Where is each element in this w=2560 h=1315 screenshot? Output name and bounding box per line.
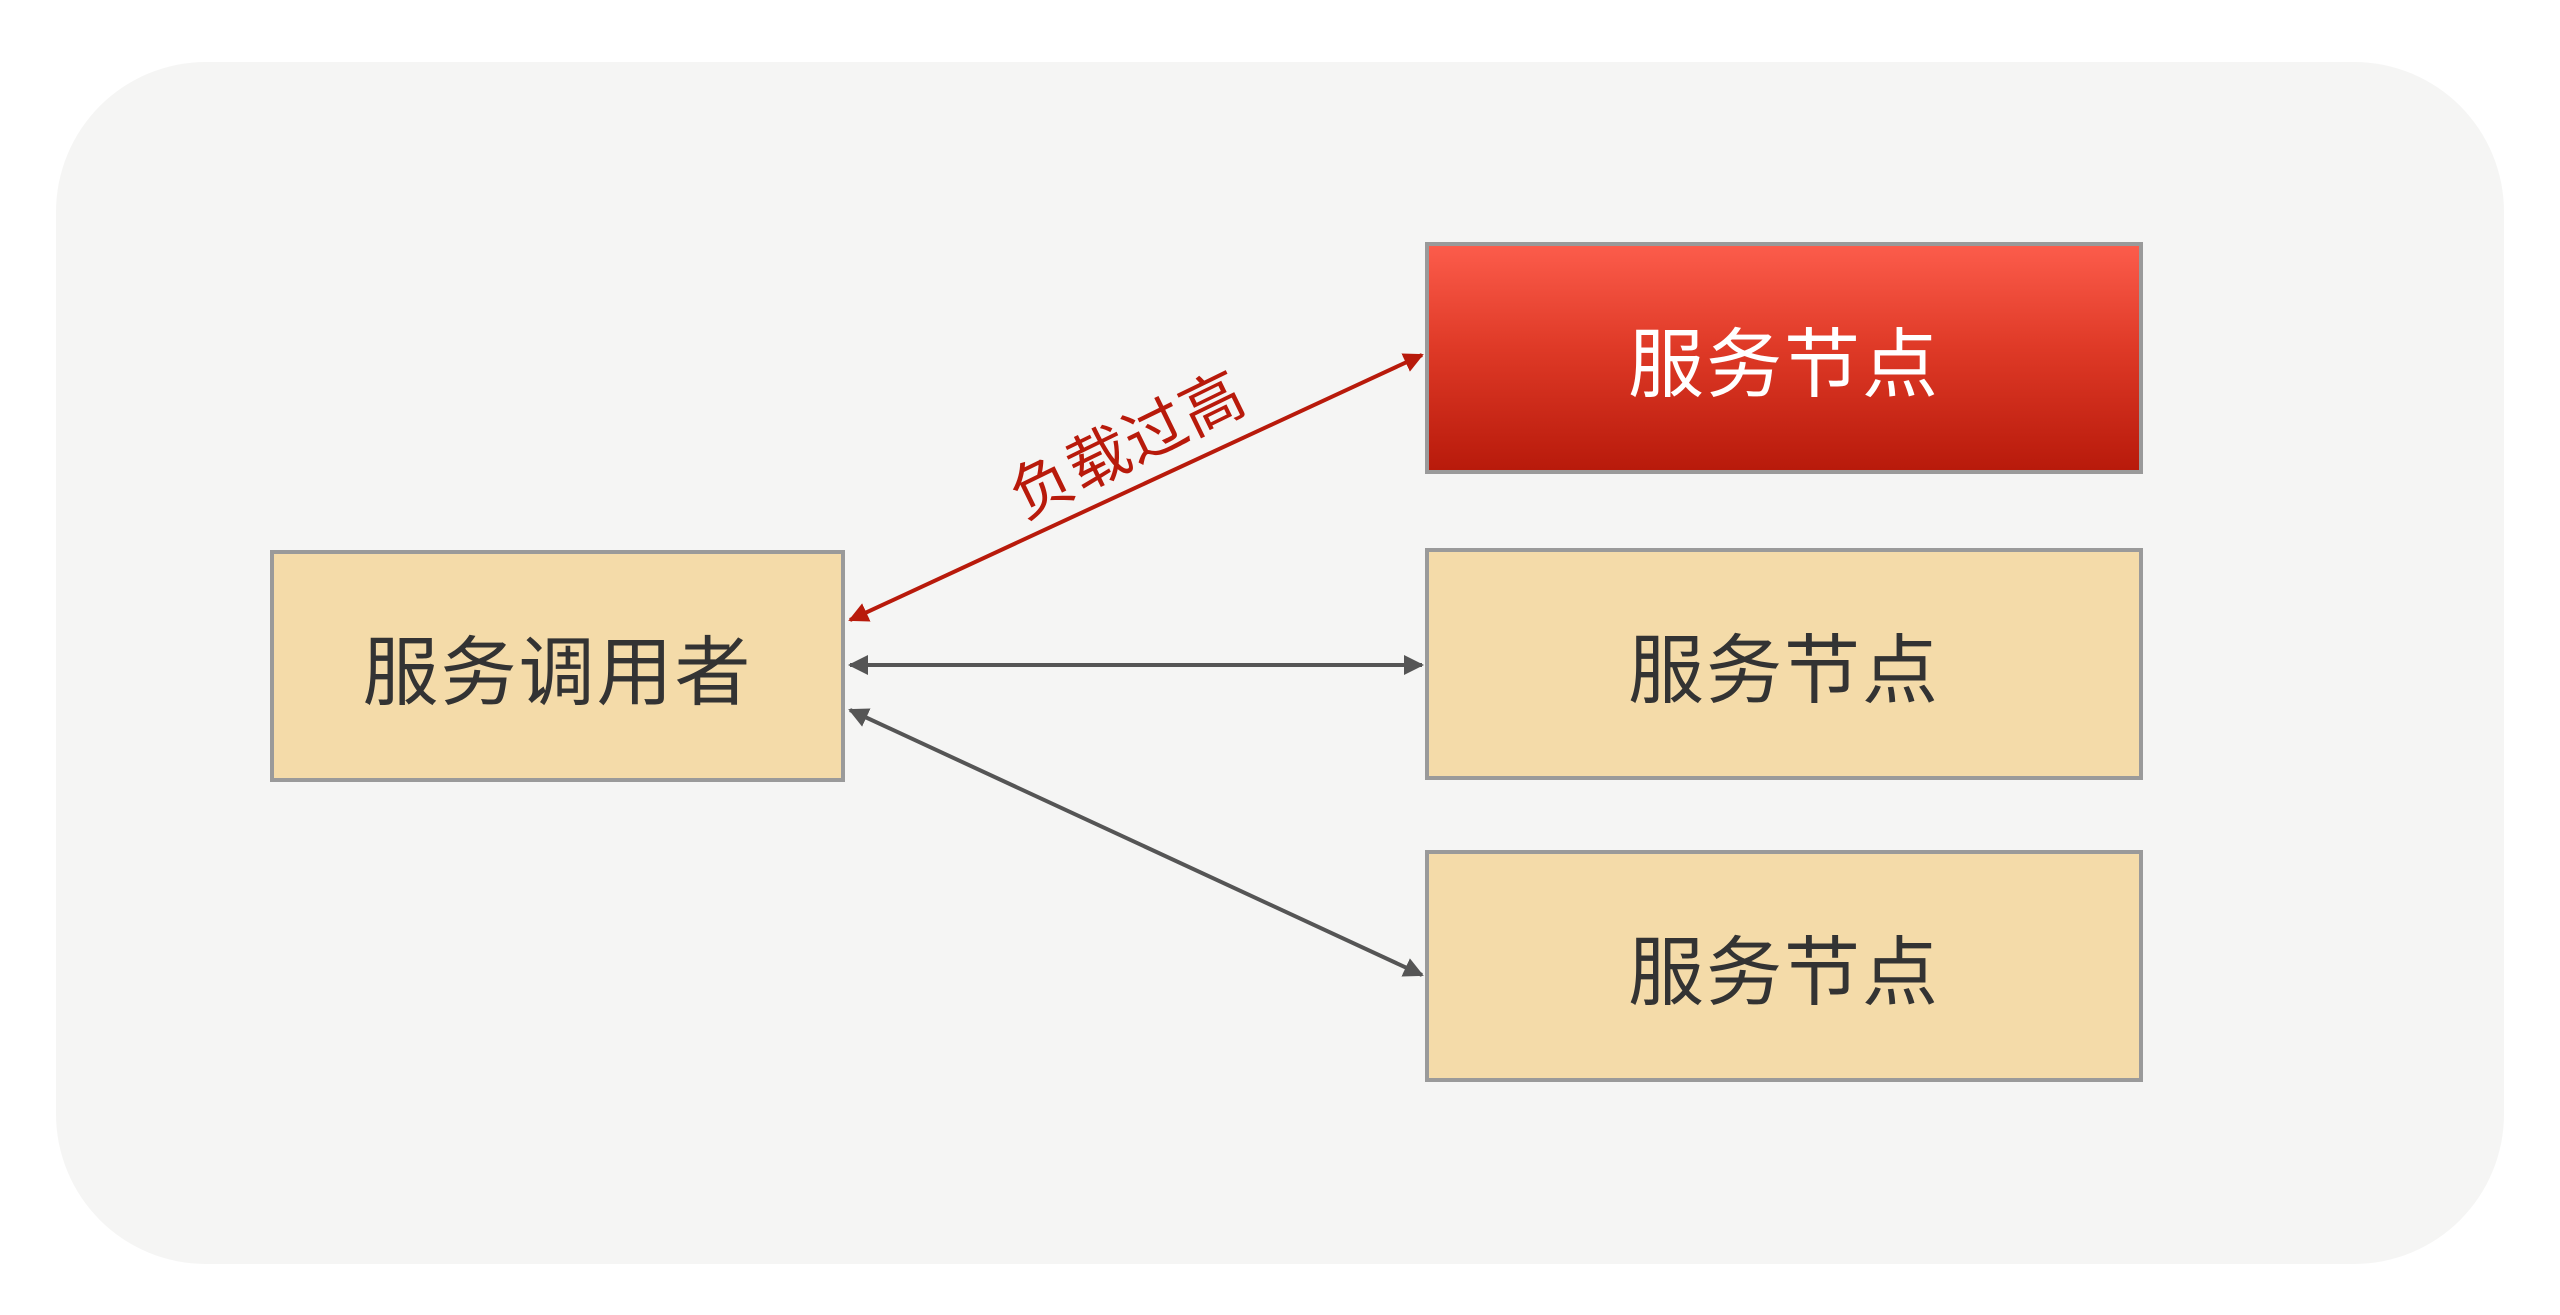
service-caller-label: 服务调用者 (362, 628, 753, 717)
service-node-overloaded: 服务节点 (1425, 242, 2143, 474)
edge-caller-to-node-1 (848, 353, 1424, 622)
service-caller-box: 服务调用者 (270, 550, 845, 782)
service-node-2: 服务节点 (1425, 548, 2143, 780)
service-node-label-1: 服务节点 (1628, 320, 1940, 409)
edge-caller-to-node-3 (848, 708, 1424, 977)
service-node-label-3: 服务节点 (1628, 928, 1940, 1017)
service-node-label-2: 服务节点 (1628, 626, 1940, 715)
service-node-3: 服务节点 (1425, 850, 2143, 1082)
